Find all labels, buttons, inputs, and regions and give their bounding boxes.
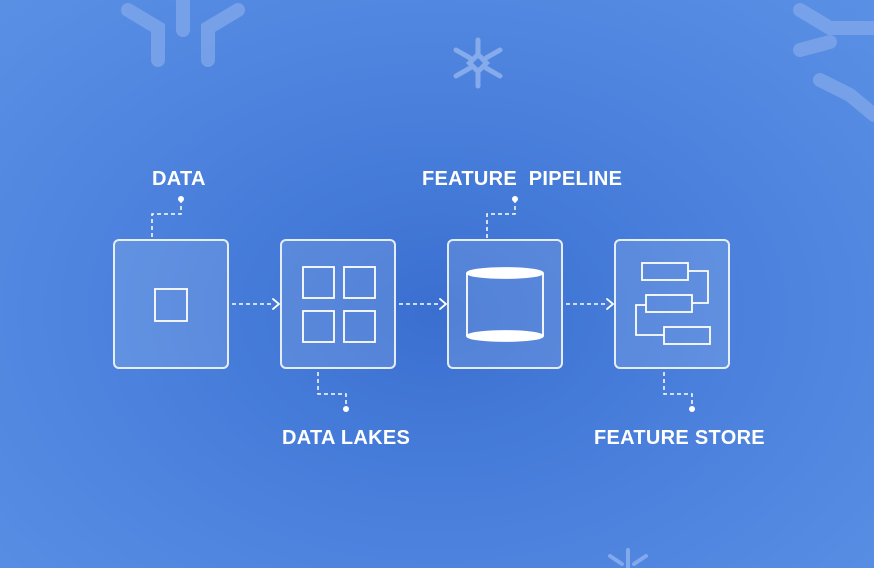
node-data (113, 239, 229, 369)
leader-dot-icon (178, 196, 184, 202)
snowflake-logo-icon (793, 3, 874, 122)
node-label-data: DATA (152, 168, 206, 190)
node-label-data-lakes: DATA LAKES (282, 427, 411, 449)
feature-pipeline-label-leader (486, 199, 516, 238)
arrowhead-icon (439, 298, 448, 310)
node-label-feature-store: FEATURE STORE (594, 427, 765, 449)
leader-dot-icon (512, 196, 518, 202)
feature-store-label-leader (663, 372, 693, 408)
flow-blocks-icon (635, 262, 711, 345)
snowflake-logo-icon (453, 37, 503, 89)
data-label-leader (151, 199, 182, 238)
node-label-feature-pipeline: FEATURE PIPELINE (422, 168, 623, 190)
data-lakes-label-leader (317, 372, 347, 408)
node-feature-store (614, 239, 730, 369)
square-icon (154, 288, 188, 322)
snowflake-logo-icon (121, 0, 245, 67)
cylinder-icon (466, 267, 544, 342)
leader-dot-icon (689, 406, 695, 412)
arrowhead-icon (606, 298, 615, 310)
arrowhead-icon (272, 298, 281, 310)
snowflake-logo-icon (608, 548, 648, 568)
grid-icon (302, 266, 376, 343)
node-data-lakes (280, 239, 396, 369)
node-feature-pipeline (447, 239, 563, 369)
leader-dot-icon (343, 406, 349, 412)
